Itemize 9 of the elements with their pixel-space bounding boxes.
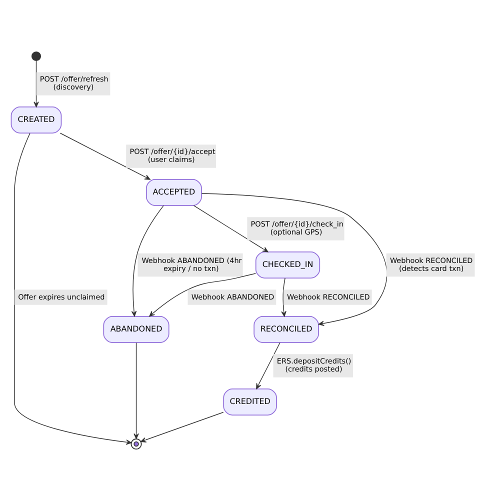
- edge-label: ERS.depositCredits() (credits posted): [276, 356, 352, 374]
- edge-label: Webhook ABANDONED: [191, 292, 274, 301]
- edge-label: POST /offer/{id}/accept (user claims): [130, 146, 216, 164]
- edge-label: Webhook RECONCILED (detects card txn): [390, 255, 473, 272]
- edge-label: POST /offer/refresh (discovery): [40, 74, 108, 92]
- edge-label: Offer expires unclaimed: [18, 292, 105, 301]
- edge-label: POST /offer/{id}/check_in (optional GPS): [250, 219, 344, 236]
- edge-label: Webhook ABANDONED (4hr expiry / no txn): [142, 255, 242, 272]
- edge-label: Webhook RECONCILED: [287, 292, 370, 301]
